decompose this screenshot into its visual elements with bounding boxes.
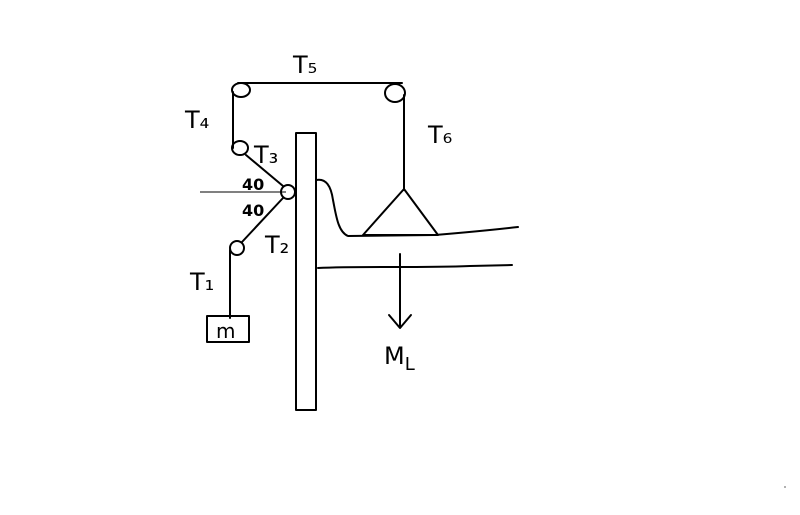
vertical-post xyxy=(295,132,317,411)
arm-upper-outline xyxy=(315,178,519,237)
label-load-main: M xyxy=(384,342,405,370)
label-t6: T₆ xyxy=(427,121,452,149)
label-mass: m xyxy=(216,319,235,343)
label-t2: T₂ xyxy=(264,231,289,259)
label-t5: T₅ xyxy=(292,51,317,79)
stray-dot xyxy=(784,486,786,488)
pulley-upper-left xyxy=(231,140,249,156)
pulley-top-right xyxy=(384,83,406,103)
label-load-sub: L xyxy=(405,354,415,375)
pulley-junction xyxy=(280,184,296,200)
pulley-lower-left xyxy=(229,240,245,256)
pulley-top-left xyxy=(231,82,251,98)
arm-lower-outline xyxy=(317,264,513,269)
label-load: ML xyxy=(384,342,415,375)
label-t3: T₃ xyxy=(253,141,278,169)
label-angle-upper: 40 xyxy=(242,175,264,194)
load-arrow-head xyxy=(388,314,412,329)
label-angle-lower: 40 xyxy=(242,201,264,220)
rope-t3 xyxy=(245,154,284,187)
mass-box xyxy=(206,315,250,343)
triangle-hook xyxy=(362,188,439,236)
label-t1: T₁ xyxy=(189,268,214,296)
rope-t2 xyxy=(241,197,284,243)
label-t4: T₄ xyxy=(184,106,209,134)
